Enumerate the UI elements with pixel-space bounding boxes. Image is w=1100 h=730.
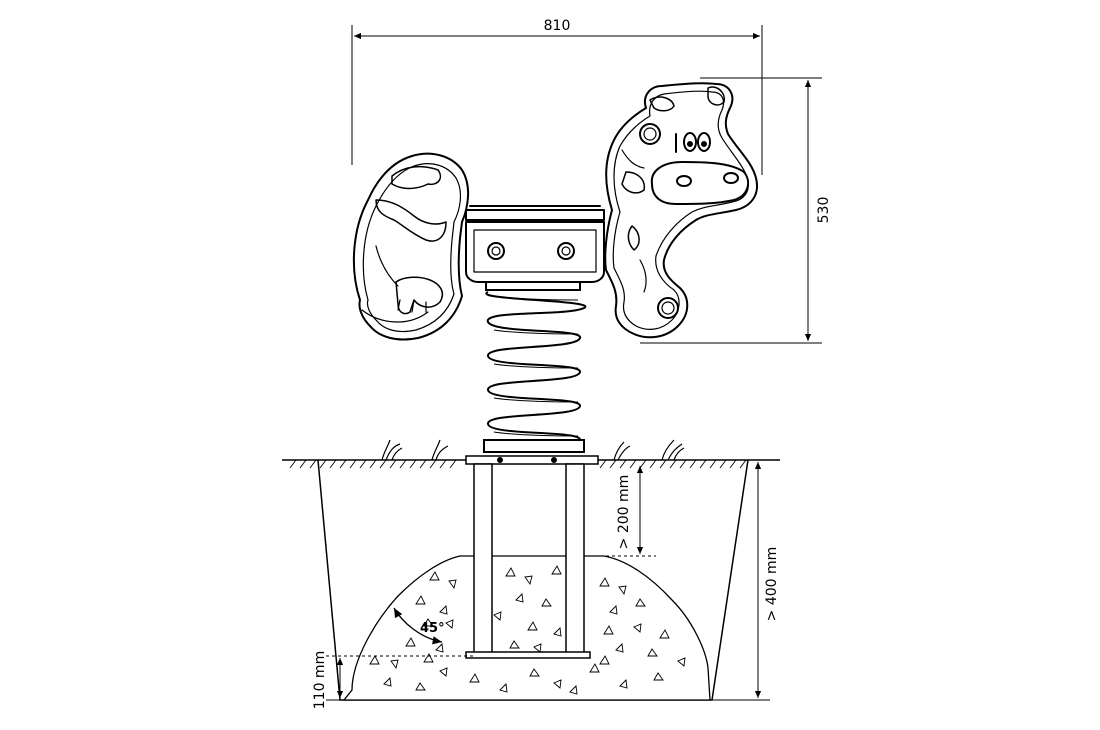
angle-label: 45° bbox=[420, 621, 445, 636]
concrete-foundation bbox=[342, 555, 711, 701]
height-dimension: 530 bbox=[640, 77, 832, 344]
cow-head-panel bbox=[604, 82, 758, 339]
angle-marker: 45° bbox=[393, 607, 445, 645]
spring-coil bbox=[483, 281, 587, 453]
min-depth-400-dimension: > 400 mm bbox=[712, 459, 780, 701]
height-label: 530 bbox=[816, 197, 832, 224]
seat bbox=[465, 205, 605, 221]
min-depth-200-label: > 200 mm bbox=[616, 475, 632, 550]
min-depth-400-label: > 400 mm bbox=[764, 547, 780, 622]
anchor-posts bbox=[465, 455, 599, 659]
base-thickness-110-label: 110 mm bbox=[312, 651, 328, 709]
width-label: 810 bbox=[544, 18, 571, 34]
width-dimension: 810 bbox=[351, 18, 763, 175]
base-thickness-110-dimension: 110 mm bbox=[312, 651, 474, 709]
min-depth-200-dimension: > 200 mm bbox=[600, 466, 656, 557]
center-bracket bbox=[465, 221, 605, 283]
cow-rear-panel bbox=[352, 152, 469, 341]
cow-rider bbox=[352, 82, 758, 341]
